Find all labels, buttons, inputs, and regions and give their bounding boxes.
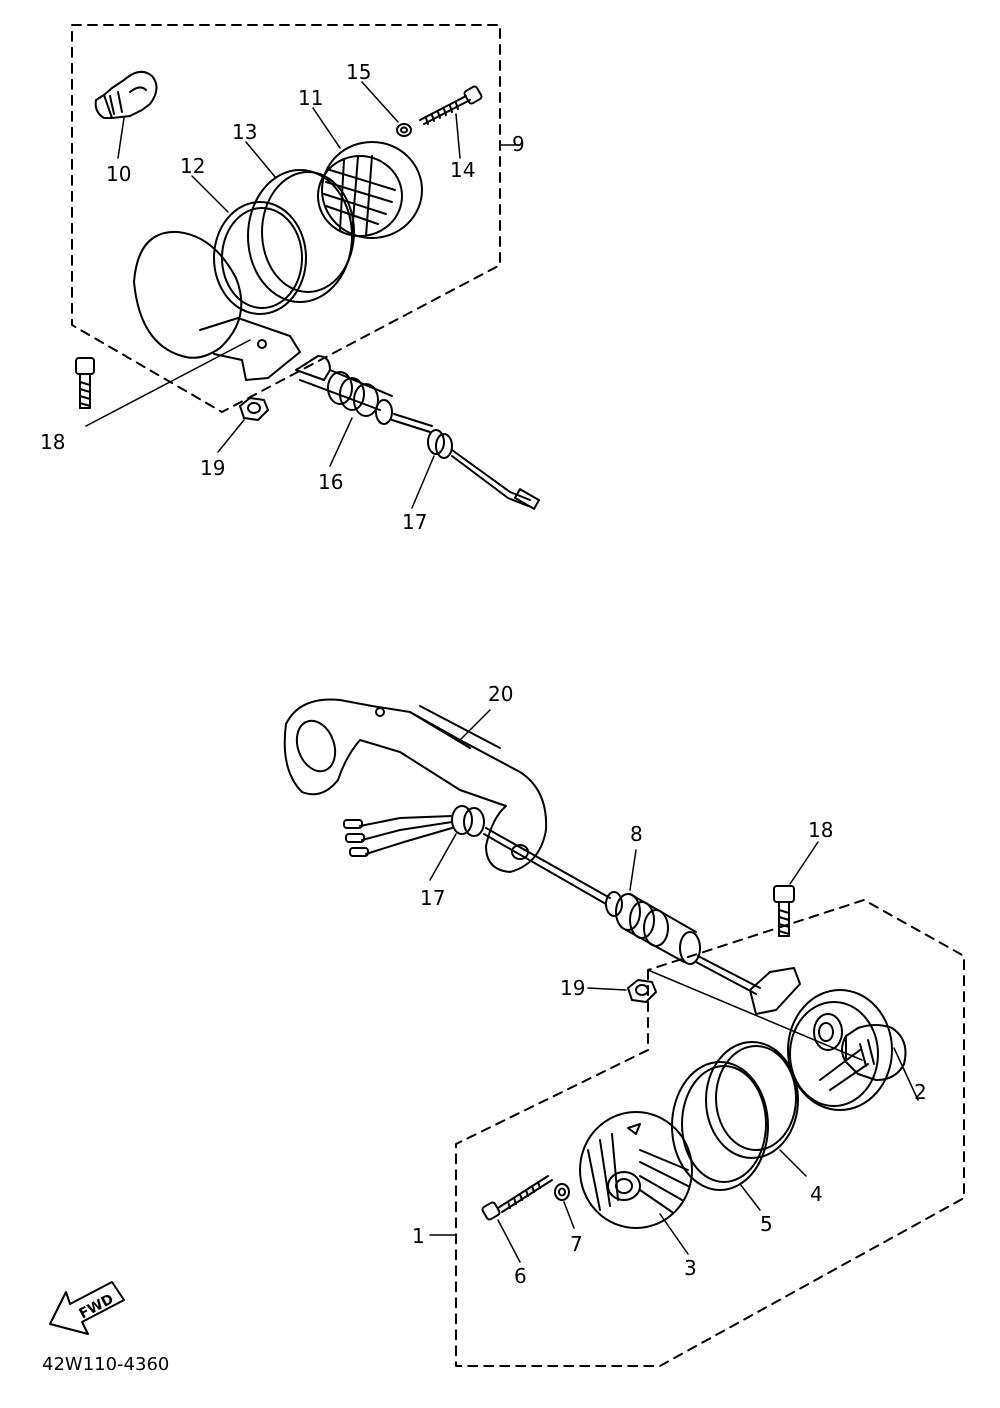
lower-washer-icon [554,1183,570,1201]
lower-bulb-icon [841,1024,907,1081]
label-upper-lens: 11 [298,86,324,110]
label-lower-screw: 6 [514,1264,527,1288]
lower-wire-2 [483,833,607,905]
label-upper-washer: 15 [346,60,372,84]
upper-bolt-icon [75,357,95,409]
label-upper-screw: 14 [450,158,476,182]
lower-gasket-icon [705,1041,799,1159]
label-lower-gasket: 4 [810,1182,823,1206]
label-lower-bracket: 20 [488,682,514,706]
lower-screw-icon [481,1175,553,1221]
lower-assembly-boundary [455,899,965,1367]
label-lower-lens: 3 [684,1256,697,1280]
upper-lens-icon [317,141,423,239]
lower-nut-leader [647,969,863,1061]
lower-lens-icon [579,1111,693,1229]
label-lower-grommet: 17 [420,886,446,910]
label-upper-nut: 19 [200,456,226,480]
reference-code: 42W110-4360 [42,1354,170,1375]
label-lower-bolt: 18 [808,818,834,842]
label-lower-rim: 5 [760,1212,773,1236]
lower-bracket-icon [283,698,548,873]
upper-socket-icon [295,355,433,433]
label-lower-bulb: 2 [914,1080,927,1104]
label-upper-grommet: 17 [402,510,428,534]
lower-grommet-icon [343,805,485,857]
lower-leader-lines [429,709,919,1263]
upper-screw-icon [419,85,483,125]
label-lower-nut: 19 [560,976,586,1000]
label-upper-bulb: 10 [106,162,132,186]
upper-bolt-leader [85,339,251,427]
upper-washer-icon [396,123,412,137]
label-lower-assembly: 1 [412,1224,425,1248]
label-lower-socket: 8 [630,822,643,846]
upper-housing-icon [133,230,301,381]
upper-assembly-boundary [71,24,501,413]
upper-nut-icon [239,397,269,421]
lower-bolt-icon [773,885,795,937]
lower-socket-icon [605,891,761,995]
upper-rim-icon [247,169,355,303]
fwd-arrow-icon [49,1281,125,1335]
upper-leader-lines [117,81,521,509]
label-upper-socket: 16 [318,470,344,494]
upper-grommet-icon [427,429,541,510]
lower-housing-icon [749,967,893,1111]
label-upper-gasket: 12 [180,154,206,178]
label-upper-bolt: 18 [40,430,66,454]
lower-rim-icon [671,1061,769,1191]
label-upper-rim: 13 [232,120,258,144]
label-lower-washer: 7 [570,1232,583,1256]
label-upper-assembly: 9 [512,132,525,156]
lower-nut-icon [627,979,657,1003]
upper-bulb-icon [94,70,158,119]
upper-gasket-icon [213,201,307,315]
lower-wire [485,827,611,899]
